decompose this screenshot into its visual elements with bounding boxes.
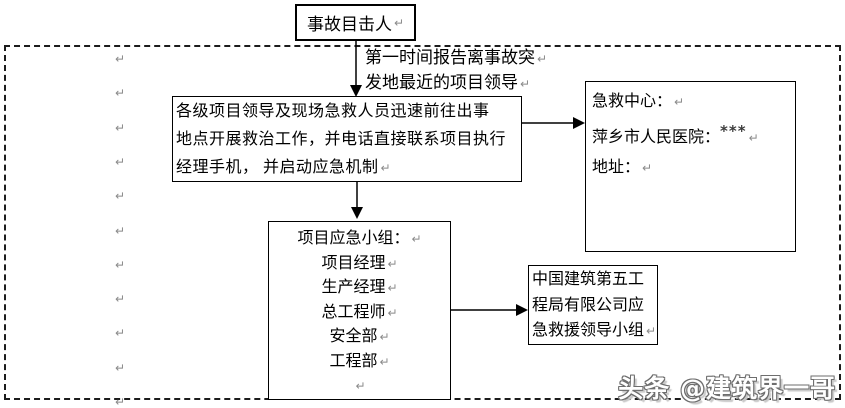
paragraph-mark: ↵ [393, 15, 405, 30]
emergency-center-title: 急救中心：↵ [592, 93, 685, 110]
project-emergency-team-box: 项目应急小组：↵项目经理↵生产经理↵总工程师↵安全部↵工程部↵↵ [268, 221, 451, 400]
paragraph-mark: ↵ [379, 330, 390, 344]
address-line: 地址：↵ [592, 159, 653, 176]
cscec-rescue-leading-group-box: 中国建筑第五工程局有限公司应急救援领导小组↵ [528, 265, 658, 345]
paragraph-mark: ↵ [674, 95, 685, 109]
text-line: 总工程师↵ [321, 303, 398, 321]
paragraph-mark: ↵ [115, 257, 126, 272]
paragraph-mark: ↵ [646, 324, 657, 338]
paragraph-mark: ↵ [115, 360, 126, 375]
text-line: 项目经理↵ [321, 254, 398, 272]
response-actions-box: 各级项目领导及现场急救人员迅速前往出事地点开展救治工作，并电话直接联系项目执行经… [172, 96, 522, 182]
paragraph-mark: ↵ [115, 395, 126, 408]
paragraph-mark: ↵ [380, 161, 392, 175]
text-line: 各级项目领导及现场急救人员迅速前往出事 [176, 103, 490, 120]
paragraph-mark: ↵ [520, 77, 531, 91]
paragraph-mark: ↵ [537, 52, 548, 66]
paragraph-mark: ↵ [115, 52, 126, 66]
report-note: 第一时间报告离事故突↵ 发地最近的项目领导↵ [365, 46, 547, 96]
text-line: 工程部↵ [329, 352, 390, 370]
arrow-witness-to-response [350, 40, 362, 97]
arrow-response-to-emergency-center [521, 117, 585, 129]
text-line: 安全部↵ [329, 328, 390, 345]
text-line: 急救援领导小组↵ [532, 322, 657, 339]
text-line: 项目应急小组：↵ [297, 230, 422, 247]
text-line: 程局有限公司应 [532, 296, 645, 314]
paragraph-mark: ↵ [387, 305, 398, 320]
arrow-response-to-project-team [351, 182, 363, 219]
paragraph-mark: ↵ [115, 154, 126, 169]
phone-stars: *** [720, 122, 747, 140]
text-line: 第一时间报告离事故突↵ [365, 48, 548, 67]
text-line: 经理手机， 并启动应急机制↵ [176, 159, 392, 176]
paragraph-mark: ↵ [748, 131, 759, 145]
paragraph-mark: ↵ [115, 292, 126, 307]
witness-label: 事故目击人 [306, 15, 392, 34]
paragraph-mark: ↵ [387, 281, 398, 295]
witness-box: 事故目击人↵ [295, 4, 416, 41]
text-line: 地点开展救治工作，并电话直接联系项目执行 [176, 131, 507, 148]
paragraph-mark: ↵ [387, 256, 398, 271]
arrow-project-team-to-cscec [451, 304, 528, 316]
watermark: 头条 @建筑界一哥 [618, 374, 836, 403]
paragraph-mark: ↵ [115, 223, 126, 238]
paragraph-mark: ↵ [115, 326, 126, 341]
text-line: ↵ [269, 374, 450, 399]
paragraph-mark: ↵ [115, 189, 126, 204]
emergency-center-box: 急救中心：↵ 萍乡市人民医院：***↵ 地址：↵ [585, 81, 796, 252]
hospital-line: 萍乡市人民医院：***↵ [592, 122, 759, 146]
text-line: 生产经理↵ [321, 279, 398, 296]
paragraph-mark: ↵ [115, 86, 126, 101]
paragraph-mark: ↵ [115, 120, 126, 135]
text-line: 中国建筑第五工 [532, 271, 645, 288]
paragraph-mark: ↵ [411, 232, 422, 246]
text-line: 发地最近的项目领导↵ [365, 73, 531, 92]
paragraph-mark: ↵ [642, 161, 653, 175]
paragraph-mark: ↵ [379, 354, 390, 369]
paragraph-mark: ↵ [355, 379, 366, 393]
